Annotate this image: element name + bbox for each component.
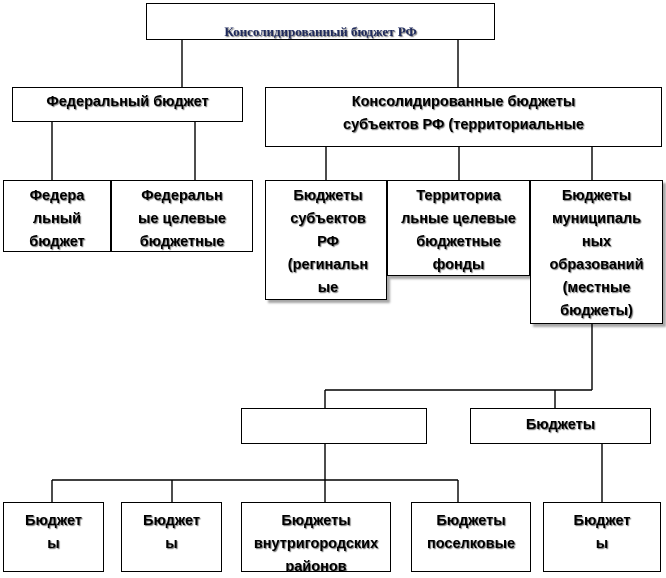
node-label: Бюджеты [525, 417, 596, 433]
node-bottom-budgets-2: Бюджет ы [121, 502, 222, 572]
node-label-line: (регинальн [287, 257, 369, 273]
node-label-line: фонды [432, 257, 485, 273]
node-federal-budget-sub: Федера льный бюджет [3, 180, 111, 252]
node-label-line: Бюджет [25, 513, 82, 529]
node-label-line: Территориа [416, 188, 501, 204]
node-label-line: образований [549, 257, 644, 273]
node-label-line: Бюджеты [561, 188, 632, 204]
node-label-line: Бюджеты [281, 513, 351, 529]
node-label: Консолидированный бюджет РФ [224, 24, 417, 39]
node-label-line: бюджетные [416, 234, 501, 250]
node-label-line: (местные [562, 280, 631, 296]
node-municipal-budgets: Бюджеты муниципаль ных образований (мест… [530, 180, 663, 324]
node-label-line: ые [317, 280, 339, 296]
node-label-line: районов [285, 559, 347, 572]
node-empty-box [241, 408, 427, 444]
node-label-line: ы [595, 536, 609, 552]
node-budgets: Бюджеты [470, 408, 651, 444]
node-label-line: Бюджеты [293, 188, 363, 204]
node-bottom-settlement-budgets: Бюджеты поселковые [411, 502, 531, 572]
node-label-line: РФ [317, 234, 339, 250]
node-label-line: льные целевые [401, 211, 516, 227]
node-label-line: бюджетные [139, 234, 225, 250]
node-label-line: Бюджеты [436, 513, 506, 529]
node-label-line: поселковые [426, 536, 516, 552]
node-label-line: льный [32, 211, 82, 227]
node-label-line: Федеральн [141, 188, 223, 204]
node-territorial-target-funds: Территориа льные целевые бюджетные фонды [387, 180, 530, 276]
node-label-line: Бюджет [143, 513, 200, 529]
node-consolidated-regional-budgets: Консолидированные бюджеты субъектов РФ (… [265, 87, 662, 147]
node-label-line: ы [47, 536, 60, 552]
node-bottom-budgets-1: Бюджет ы [3, 502, 104, 572]
node-label-line: муниципаль [551, 211, 642, 227]
node-label-line: Федера [29, 188, 85, 204]
node-regional-budgets: Бюджеты субъектов РФ (регинальн ые [265, 180, 387, 300]
node-label-line: Консолидированные бюджеты [351, 94, 576, 110]
node-label: Федеральный бюджет [46, 94, 209, 110]
node-label-line: внутригородских [253, 536, 379, 552]
node-bottom-intracity-districts: Бюджеты внутригородских районов [241, 502, 391, 572]
node-label-line: бюджеты) [560, 303, 633, 319]
node-consolidated-budget-rf: Консолидированный бюджет РФ [146, 3, 495, 40]
node-label-line: субъектов [290, 211, 366, 227]
node-federal-target-funds: Федеральн ые целевые бюджетные [111, 180, 253, 252]
node-label-line: Бюджет [573, 513, 631, 529]
node-federal-budget: Федеральный бюджет [12, 87, 243, 122]
node-label-line: ных [581, 234, 612, 250]
node-label-line: ы [165, 536, 178, 552]
node-label-line: ые целевые [138, 211, 226, 227]
node-label-line: бюджет [29, 234, 85, 250]
node-label-line: субъектов РФ (территориальные [343, 117, 584, 133]
node-bottom-budgets-5: Бюджет ы [543, 502, 661, 572]
